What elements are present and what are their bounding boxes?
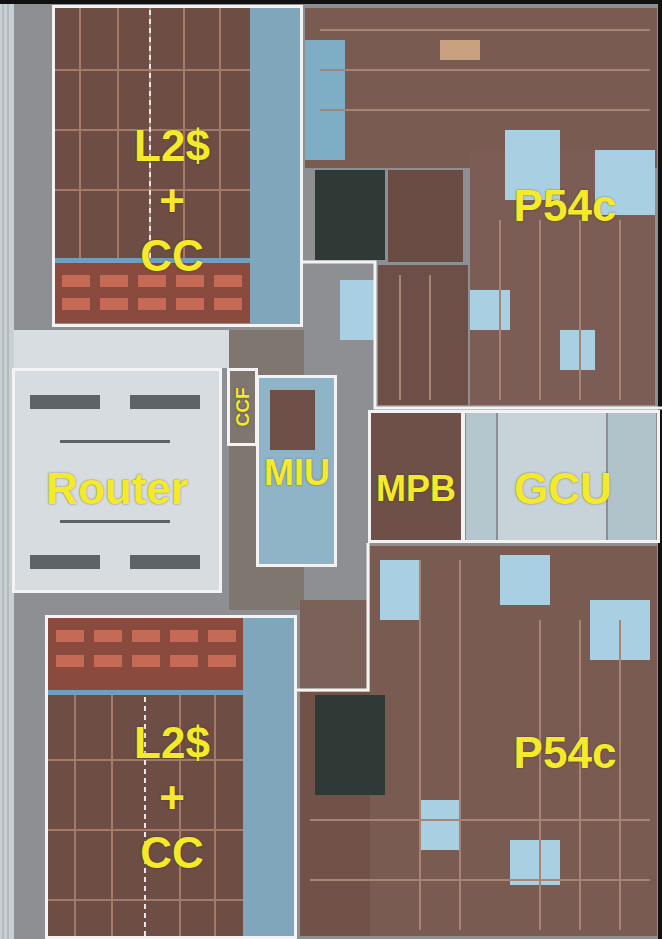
core-region: P54c bbox=[297, 543, 662, 939]
cache-array bbox=[55, 8, 302, 324]
block-region: L2$ + CC bbox=[45, 615, 297, 939]
block-region: Router bbox=[12, 368, 222, 593]
block-region: GCU bbox=[462, 410, 660, 543]
block-label: P54c bbox=[514, 178, 617, 233]
block-label: Router bbox=[46, 461, 188, 516]
core-logic bbox=[300, 546, 657, 936]
block-region: L2$ + CC bbox=[52, 5, 303, 327]
block-label: MPB bbox=[376, 466, 456, 511]
cache-array bbox=[48, 618, 295, 939]
block-label: CCF bbox=[231, 387, 255, 426]
block-label: L2$ + CC bbox=[134, 118, 210, 283]
block-label: GCU bbox=[514, 461, 612, 516]
block-label: MIU bbox=[264, 450, 330, 495]
core-region: P54c bbox=[303, 5, 662, 408]
block-label: P54c bbox=[514, 725, 617, 780]
die-edge bbox=[0, 0, 662, 4]
edge-lines bbox=[3, 0, 8, 939]
block-label: L2$ + CC bbox=[134, 715, 210, 880]
region-outline bbox=[297, 543, 368, 690]
block-region: CCF bbox=[227, 368, 258, 446]
block-region: MIU bbox=[256, 375, 337, 567]
core-logic bbox=[305, 8, 657, 405]
region-outline bbox=[303, 262, 662, 408]
block-region: MPB bbox=[368, 410, 464, 543]
